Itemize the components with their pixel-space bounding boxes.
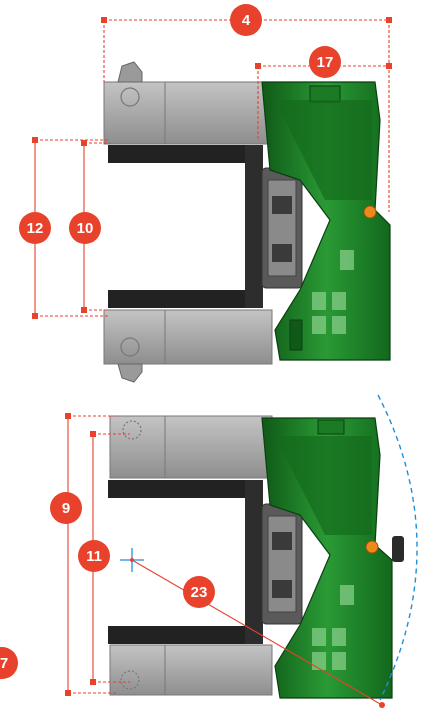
svg-text:23: 23: [191, 584, 208, 601]
bottom-view: 9 11 23 7: [0, 394, 418, 708]
svg-text:12: 12: [27, 220, 44, 237]
top-warning-light: [363, 205, 377, 219]
bottom-lower-fork: [108, 626, 263, 644]
top-upper-fork: [108, 145, 263, 163]
svg-text:9: 9: [62, 500, 70, 517]
crosshair-icon: [120, 548, 144, 572]
bottom-warning-light: [365, 540, 379, 554]
svg-text:4: 4: [242, 12, 251, 29]
bottom-upper-fork: [108, 480, 263, 498]
callout-edge-label: 7: [0, 647, 18, 679]
top-green-body: [261, 81, 391, 361]
top-view: 4 17 12 10: [19, 4, 392, 383]
top-upper-frame: [103, 61, 273, 145]
svg-text:17: 17: [317, 54, 334, 71]
svg-text:10: 10: [77, 220, 94, 237]
bottom-lower-frame: [109, 644, 273, 696]
bottom-upper-frame: [109, 415, 273, 479]
top-lower-fork: [108, 290, 263, 308]
bottom-handle: [392, 536, 404, 562]
callout-body-length: 17: [309, 46, 341, 78]
callout-outer-width-top: 12: [19, 212, 51, 244]
bottom-dimension-endpoints: [65, 413, 385, 708]
callout-overall-length: 4: [230, 4, 262, 36]
callout-turning-radius: 23: [183, 576, 215, 608]
callout-outer-width-bottom: 9: [50, 492, 82, 524]
bottom-mast: [261, 503, 303, 625]
callout-inner-width-bottom: 11: [78, 540, 110, 572]
top-mast: [261, 167, 303, 289]
turning-radius-arc: [377, 394, 418, 701]
top-fork-back: [245, 145, 263, 308]
svg-text:7: 7: [0, 655, 8, 672]
bottom-fork-back: [245, 480, 263, 644]
callout-inner-width-top: 10: [69, 212, 101, 244]
top-lower-frame: [103, 309, 273, 383]
svg-text:11: 11: [86, 548, 102, 565]
top-dimension-endpoints: [32, 17, 392, 319]
bottom-green-body: [261, 417, 404, 699]
